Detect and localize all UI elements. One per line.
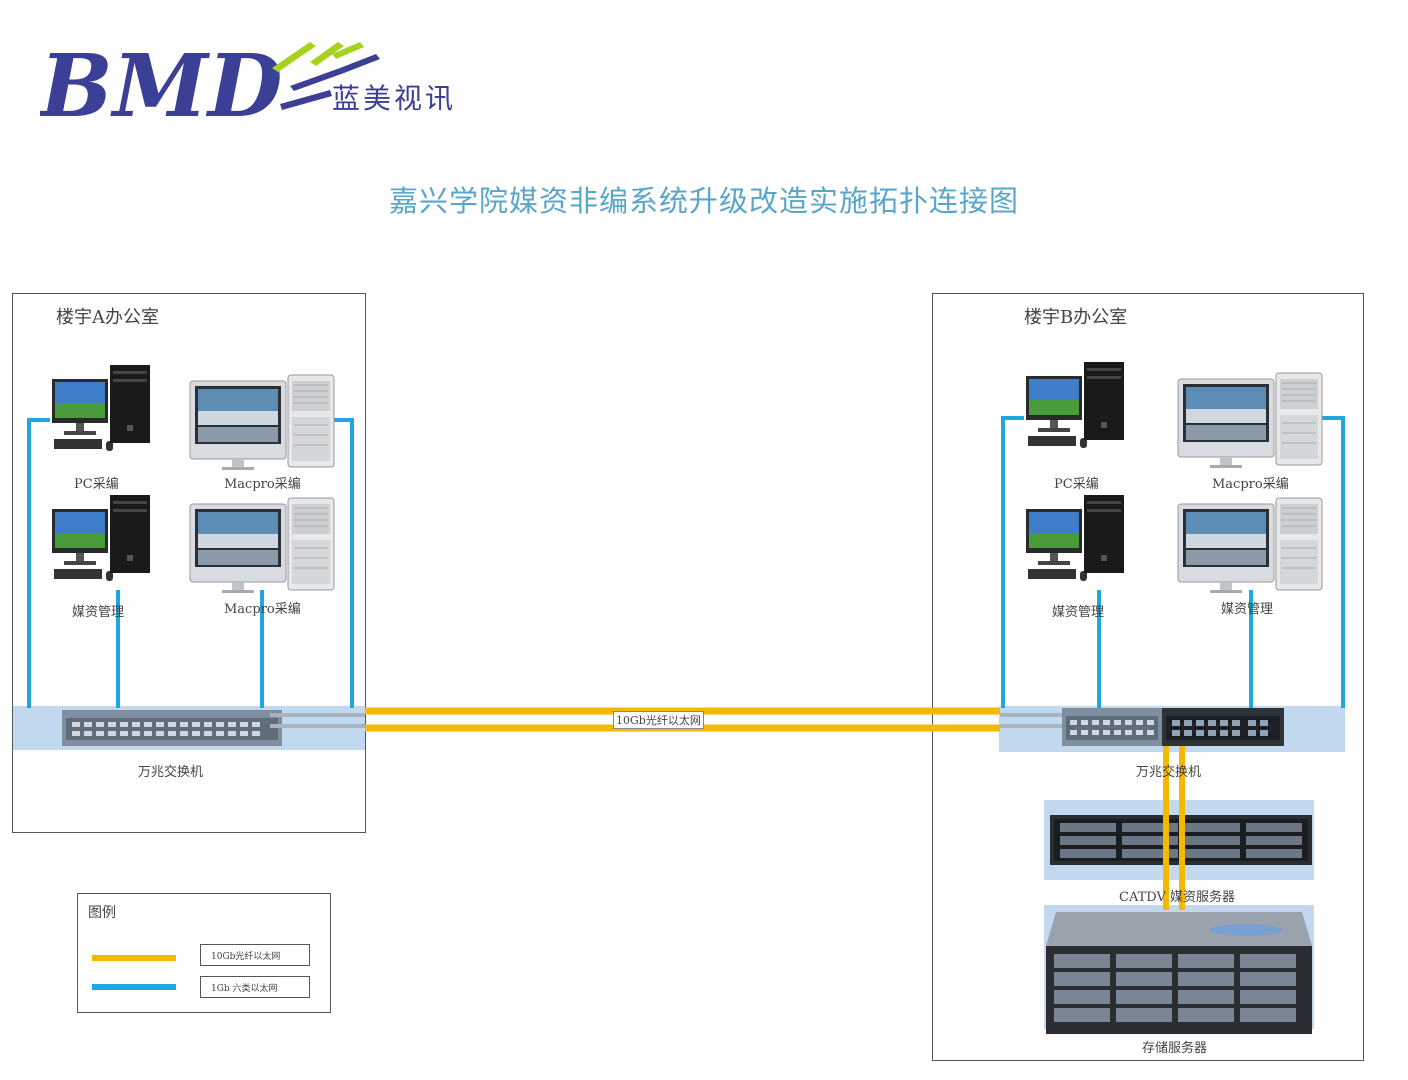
- building-b-copper-links: [1001, 416, 1345, 708]
- legend-title: 图例: [88, 905, 116, 921]
- legend-fiber-label: 10Gb光纤以太网: [200, 944, 310, 966]
- building-a-pc-1: [52, 365, 150, 451]
- building-a-switch-label: 万兆交换机: [138, 765, 204, 780]
- building-b-switch: [1062, 708, 1284, 746]
- building-a-switch: [62, 710, 282, 746]
- server-label: CATDV 媒资服务器: [1119, 890, 1236, 905]
- server-fiber-links: [1163, 746, 1185, 910]
- building-b-mac-1: [1177, 372, 1323, 469]
- building-a-copper-links: [27, 418, 354, 708]
- legend-copper-swatch: [92, 984, 176, 990]
- building-a-device-label: Macpro采编: [224, 602, 301, 617]
- building-b-device-label: PC采编: [1054, 477, 1099, 492]
- legend-copper-label: 1Gb 六类以太网: [200, 976, 310, 998]
- fiber-link-label: 10Gb光纤以太网: [613, 711, 704, 729]
- logo-dashes-icon: [272, 42, 380, 110]
- page-title: 嘉兴学院媒资非编系统升级改造实施拓扑连接图: [388, 184, 1019, 218]
- building-b-mac-2: [1177, 497, 1323, 594]
- building-b-pc-1: [1026, 362, 1124, 448]
- brand-name: 蓝美视讯: [332, 82, 456, 115]
- building-a-mac-2: [189, 497, 335, 594]
- logo-letters: BMD: [40, 36, 282, 137]
- logo-graphic: BMD 蓝美视讯: [37, 36, 456, 137]
- building-b-device-label: 媒资管理: [1052, 605, 1105, 620]
- building-a-mac-1: [189, 374, 335, 471]
- building-a-pc-2: [52, 495, 150, 581]
- building-a-label: 楼宇A办公室: [56, 307, 159, 328]
- storage-label: 存储服务器: [1142, 1041, 1208, 1056]
- building-b-device-label: 媒资管理: [1221, 602, 1274, 617]
- brand-logo: BMD 蓝美视讯: [37, 28, 480, 138]
- building-a-device-label: PC采编: [74, 477, 119, 492]
- storage-server: [1046, 912, 1312, 1034]
- building-b-pc-2: [1026, 495, 1124, 581]
- building-b-switch-label: 万兆交换机: [1136, 765, 1202, 780]
- legend-fiber-swatch: [92, 955, 176, 961]
- building-a-device-label: Macpro采编: [224, 477, 301, 492]
- building-b-label: 楼宇B办公室: [1024, 307, 1128, 328]
- building-b-device-label: Macpro采编: [1212, 477, 1289, 492]
- building-a-device-label: 媒资管理: [72, 605, 125, 620]
